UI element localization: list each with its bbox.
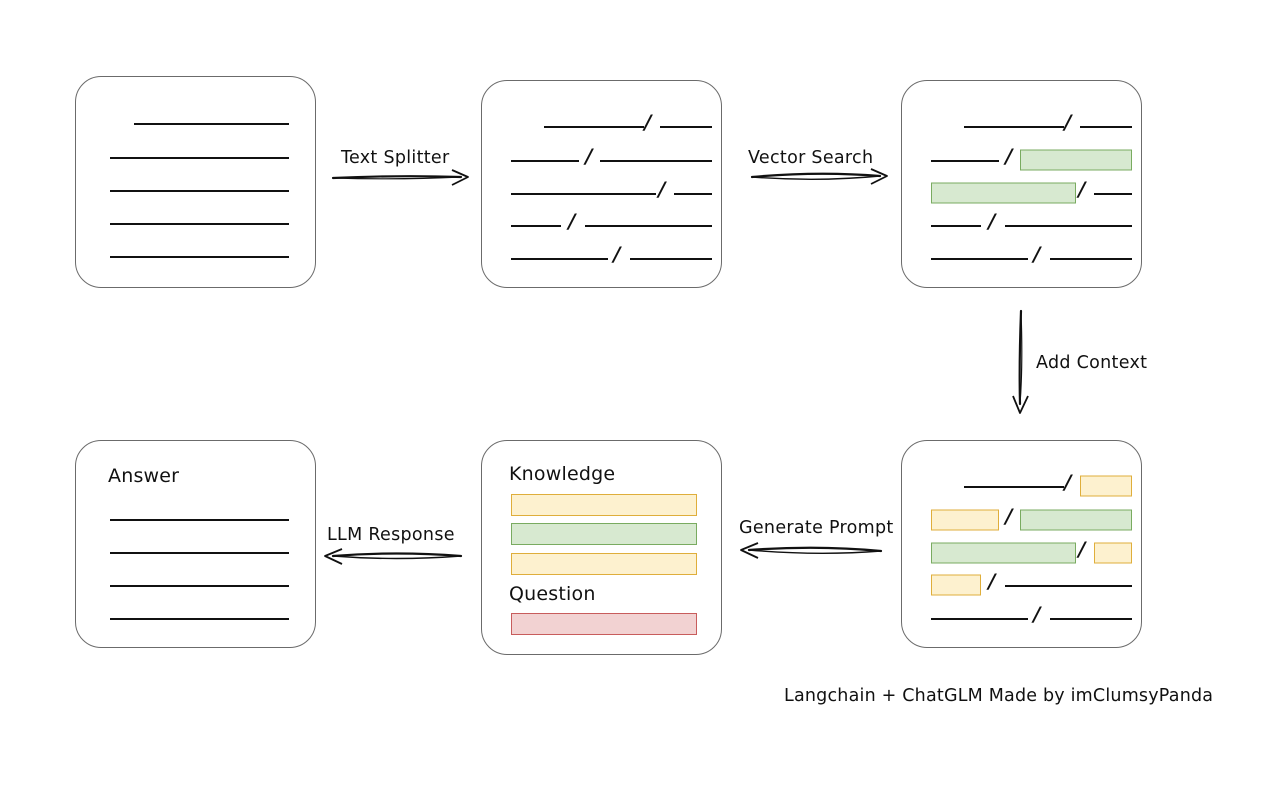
slash-separator: / <box>658 177 666 201</box>
arrow-text-splitter <box>331 169 469 186</box>
arrow-generate-prompt <box>740 542 883 559</box>
chunk-line <box>964 486 1064 488</box>
slash-separator: / <box>568 209 576 233</box>
chunk-chip-yellow[interactable] <box>1094 542 1132 564</box>
arrow-llm-response <box>324 548 463 565</box>
chunk-line <box>1080 126 1132 128</box>
chunk-line <box>1094 193 1132 195</box>
chunk-line <box>964 126 1064 128</box>
chunk-line <box>931 258 1028 260</box>
chunk-line <box>931 618 1028 620</box>
slash-separator: / <box>988 569 996 593</box>
prompt-box[interactable]: Knowledge Question <box>481 440 722 655</box>
chunk-line <box>660 126 712 128</box>
matched-chunks-box[interactable]: / / / / / <box>901 80 1142 288</box>
chunk-line <box>931 160 999 162</box>
arrow-add-context <box>1012 309 1029 414</box>
arrow-label-add-context: Add Context <box>1036 353 1148 373</box>
slash-separator: / <box>1064 110 1072 134</box>
document-line <box>110 223 289 225</box>
document-line <box>110 190 289 192</box>
arrow-label-vector-search: Vector Search <box>748 148 874 168</box>
document-line <box>110 256 289 258</box>
chunk-line <box>511 258 608 260</box>
chunk-line <box>1050 258 1132 260</box>
chunk-line <box>931 225 981 227</box>
slash-separator: / <box>988 209 996 233</box>
document-line <box>110 157 289 159</box>
question-chip[interactable] <box>511 613 697 635</box>
arrow-label-generate-prompt: Generate Prompt <box>739 518 894 538</box>
chunk-chip-yellow[interactable] <box>931 574 981 596</box>
footer-caption: Langchain + ChatGLM Made by imClumsyPand… <box>784 686 1214 706</box>
answer-line <box>110 618 289 620</box>
chunk-chip-green[interactable] <box>931 182 1076 204</box>
arrow-label-llm-response: LLM Response <box>327 525 455 545</box>
knowledge-chip[interactable] <box>511 553 697 575</box>
answer-line <box>110 585 289 587</box>
slash-separator: / <box>613 242 621 266</box>
knowledge-chip[interactable] <box>511 523 697 545</box>
chunk-chip-green[interactable] <box>1020 509 1132 531</box>
chunk-line <box>1050 618 1132 620</box>
chunk-chip-green[interactable] <box>1020 149 1132 171</box>
slash-separator: / <box>1064 470 1072 494</box>
chunk-line <box>544 126 644 128</box>
answer-label: Answer <box>108 465 180 487</box>
split-chunks-box[interactable]: / / / / / <box>481 80 722 288</box>
chunk-chip-yellow[interactable] <box>931 509 999 531</box>
slash-separator: / <box>1005 144 1013 168</box>
context-document-box[interactable]: / / / / / <box>901 440 1142 648</box>
answer-box[interactable]: Answer <box>75 440 316 648</box>
chunk-line <box>674 193 712 195</box>
chunk-line <box>1005 585 1132 587</box>
slash-separator: / <box>1033 602 1041 626</box>
document-line <box>134 123 289 125</box>
chunk-line <box>511 225 561 227</box>
answer-line <box>110 519 289 521</box>
question-label: Question <box>509 583 596 605</box>
arrow-vector-search <box>750 168 888 185</box>
slash-separator: / <box>585 144 593 168</box>
chunk-line <box>1005 225 1132 227</box>
slash-separator: / <box>1078 537 1086 561</box>
slash-separator: / <box>1005 504 1013 528</box>
arrow-label-text-splitter: Text Splitter <box>341 148 450 168</box>
knowledge-chip[interactable] <box>511 494 697 516</box>
slash-separator: / <box>644 110 652 134</box>
chunk-chip-yellow[interactable] <box>1080 475 1132 497</box>
chunk-chip-green[interactable] <box>931 542 1076 564</box>
chunk-line <box>585 225 712 227</box>
chunk-line <box>630 258 712 260</box>
chunk-line <box>600 160 712 162</box>
chunk-line <box>511 160 579 162</box>
source-document-box[interactable] <box>75 76 316 288</box>
knowledge-label: Knowledge <box>509 463 616 485</box>
slash-separator: / <box>1033 242 1041 266</box>
chunk-line <box>511 193 656 195</box>
answer-line <box>110 552 289 554</box>
slash-separator: / <box>1078 177 1086 201</box>
